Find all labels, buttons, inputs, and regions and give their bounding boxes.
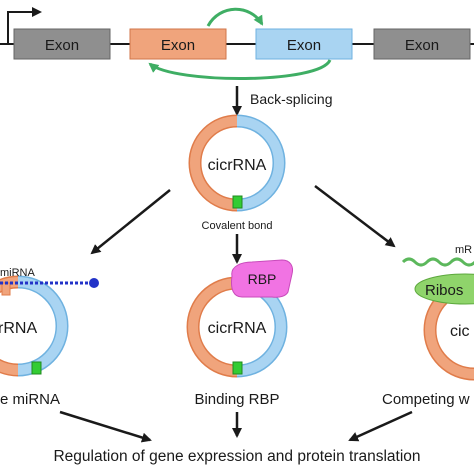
backsplice-bottom-arrow [148, 59, 332, 81]
right-ring-label: cic [450, 323, 470, 340]
ribosome-label: Ribos [425, 282, 463, 299]
arrow-to-right-panel [314, 185, 396, 248]
mirna-label: miRNA [0, 267, 35, 279]
covalent-bond-label: Covalent bond [202, 220, 273, 232]
arrow-right-to-bottom [348, 410, 413, 442]
mid-ring-orange-fill [188, 278, 238, 376]
bottom-conclusion: Regulation of gene expression and protei… [53, 448, 420, 465]
center-ring-label: cicrRNA [208, 157, 267, 174]
left-covalent-bond [31, 361, 42, 375]
exon-4-label: Exon [405, 37, 439, 54]
ribosome-shape [414, 273, 474, 305]
mrna-label: mR [455, 244, 472, 256]
rbp-shape [231, 259, 293, 298]
mid-caption: Binding RBP [194, 391, 279, 408]
right-caption: Competing w [382, 391, 470, 408]
exon-2: Exon [129, 28, 227, 60]
exon-3-label: Exon [287, 37, 321, 54]
center-ring-orange-fill [190, 116, 238, 210]
center-ring-blue-fill [236, 116, 284, 210]
mid-ring-label: cicrRNA [208, 320, 267, 337]
exon-2-box [129, 28, 227, 60]
exon-1: Exon [13, 28, 111, 60]
exon-1-box [13, 28, 111, 60]
rbp-label: RBP [248, 271, 277, 287]
left-bond-top [1, 282, 11, 296]
arrow-to-left-panel [90, 189, 171, 255]
exon-2-label: Exon [161, 37, 195, 54]
left-ring-label: rRNA [0, 320, 37, 337]
center-covalent-bond [232, 195, 243, 209]
center-circrna: cicrRNA Covalent bond [188, 114, 286, 232]
exon-4-box [373, 28, 471, 60]
transcription-start-arrow [7, 7, 42, 44]
arrow-left-to-bottom [59, 410, 152, 443]
right-panel: mR Ribos cic Competing w [382, 244, 474, 408]
exon-3-box [255, 28, 353, 60]
back-splicing-label: Back-splicing [250, 91, 332, 107]
exon-1-label: Exon [45, 37, 79, 54]
exon-4: Exon [373, 28, 471, 60]
mid-covalent-bond [232, 361, 243, 375]
left-caption: e miRNA [0, 391, 60, 408]
mirna-head [89, 278, 99, 288]
mrna-wave [401, 257, 474, 267]
mid-panel: RBP cicrRNA Binding RBP [186, 259, 293, 408]
backsplice-top-arrow [206, 7, 264, 27]
exon-3: Exon [255, 28, 353, 60]
left-panel: miRNA rRNA e miRNA [0, 267, 99, 408]
